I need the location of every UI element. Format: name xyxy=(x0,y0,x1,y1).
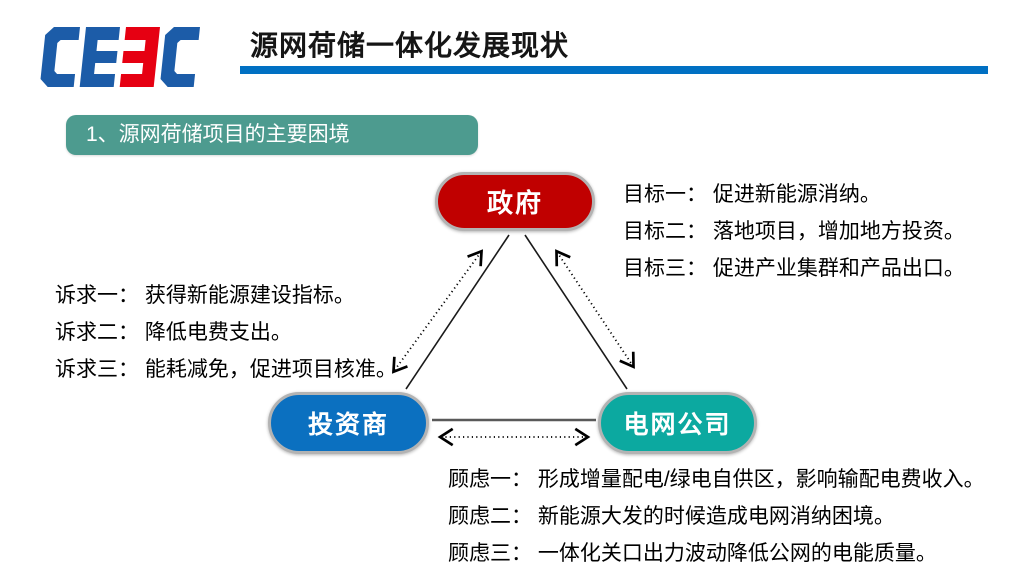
connector-government-investor-solid xyxy=(405,234,510,390)
demand-line-3: 诉求三： 能耗减免，促进项目核准。 xyxy=(55,358,397,381)
node-grid-company-label: 电网公司 xyxy=(623,411,732,439)
node-government: 政府 xyxy=(435,172,595,231)
demand-line-2: 诉求二： 降低电费支出。 xyxy=(55,321,292,344)
section-header: 1、源网荷储项目的主要困境 xyxy=(66,115,478,155)
logo-letter-e xyxy=(79,27,120,87)
grid-concerns-block: 顾虑一： 形成增量配电/绿电自供区，影响输配电费收入。 顾虑二： 新能源大发的时… xyxy=(448,461,985,572)
node-investor: 投资商 xyxy=(268,392,429,454)
node-investor-label: 投资商 xyxy=(307,411,389,439)
node-government-label: 政府 xyxy=(486,188,543,218)
connector-government-grid-dotted-arrow xyxy=(555,249,635,369)
logo-letter-c2 xyxy=(160,27,200,87)
goal-line-2: 目标二： 落地项目，增加地方投资。 xyxy=(623,220,965,243)
goal-line-3: 目标三： 促进产业集群和产品出口。 xyxy=(623,257,965,280)
concern-line-3: 顾虑三： 一体化关口出力波动降低公网的电能质量。 xyxy=(448,542,937,565)
slide-title: 源网荷储一体化发展现状 xyxy=(250,30,570,61)
title-underline-rule xyxy=(240,66,988,74)
logo-letter-c1 xyxy=(40,27,80,87)
government-goals-block: 目标一： 促进新能源消纳。 目标二： 落地项目，增加地方投资。 目标三： 促进产… xyxy=(623,176,965,287)
connector-government-grid-solid xyxy=(524,234,628,390)
node-grid-company: 电网公司 xyxy=(598,392,757,454)
goal-line-1: 目标一： 促进新能源消纳。 xyxy=(623,183,881,206)
investor-demands-block: 诉求一： 获得新能源建设指标。 诉求二： 降低电费支出。 诉求三： 能耗减免，促… xyxy=(55,277,397,388)
ceec-logo: CEEC xyxy=(40,27,200,87)
logo-letter-e-reversed xyxy=(119,27,160,87)
concern-line-1: 顾虑一： 形成增量配电/绿电自供区，影响输配电费收入。 xyxy=(448,468,985,491)
connector-government-investor-dotted-arrow xyxy=(391,249,484,374)
concern-line-2: 顾虑二： 新能源大发的时候造成电网消纳困境。 xyxy=(448,505,895,528)
demand-line-1: 诉求一： 获得新能源建设指标。 xyxy=(55,284,355,307)
